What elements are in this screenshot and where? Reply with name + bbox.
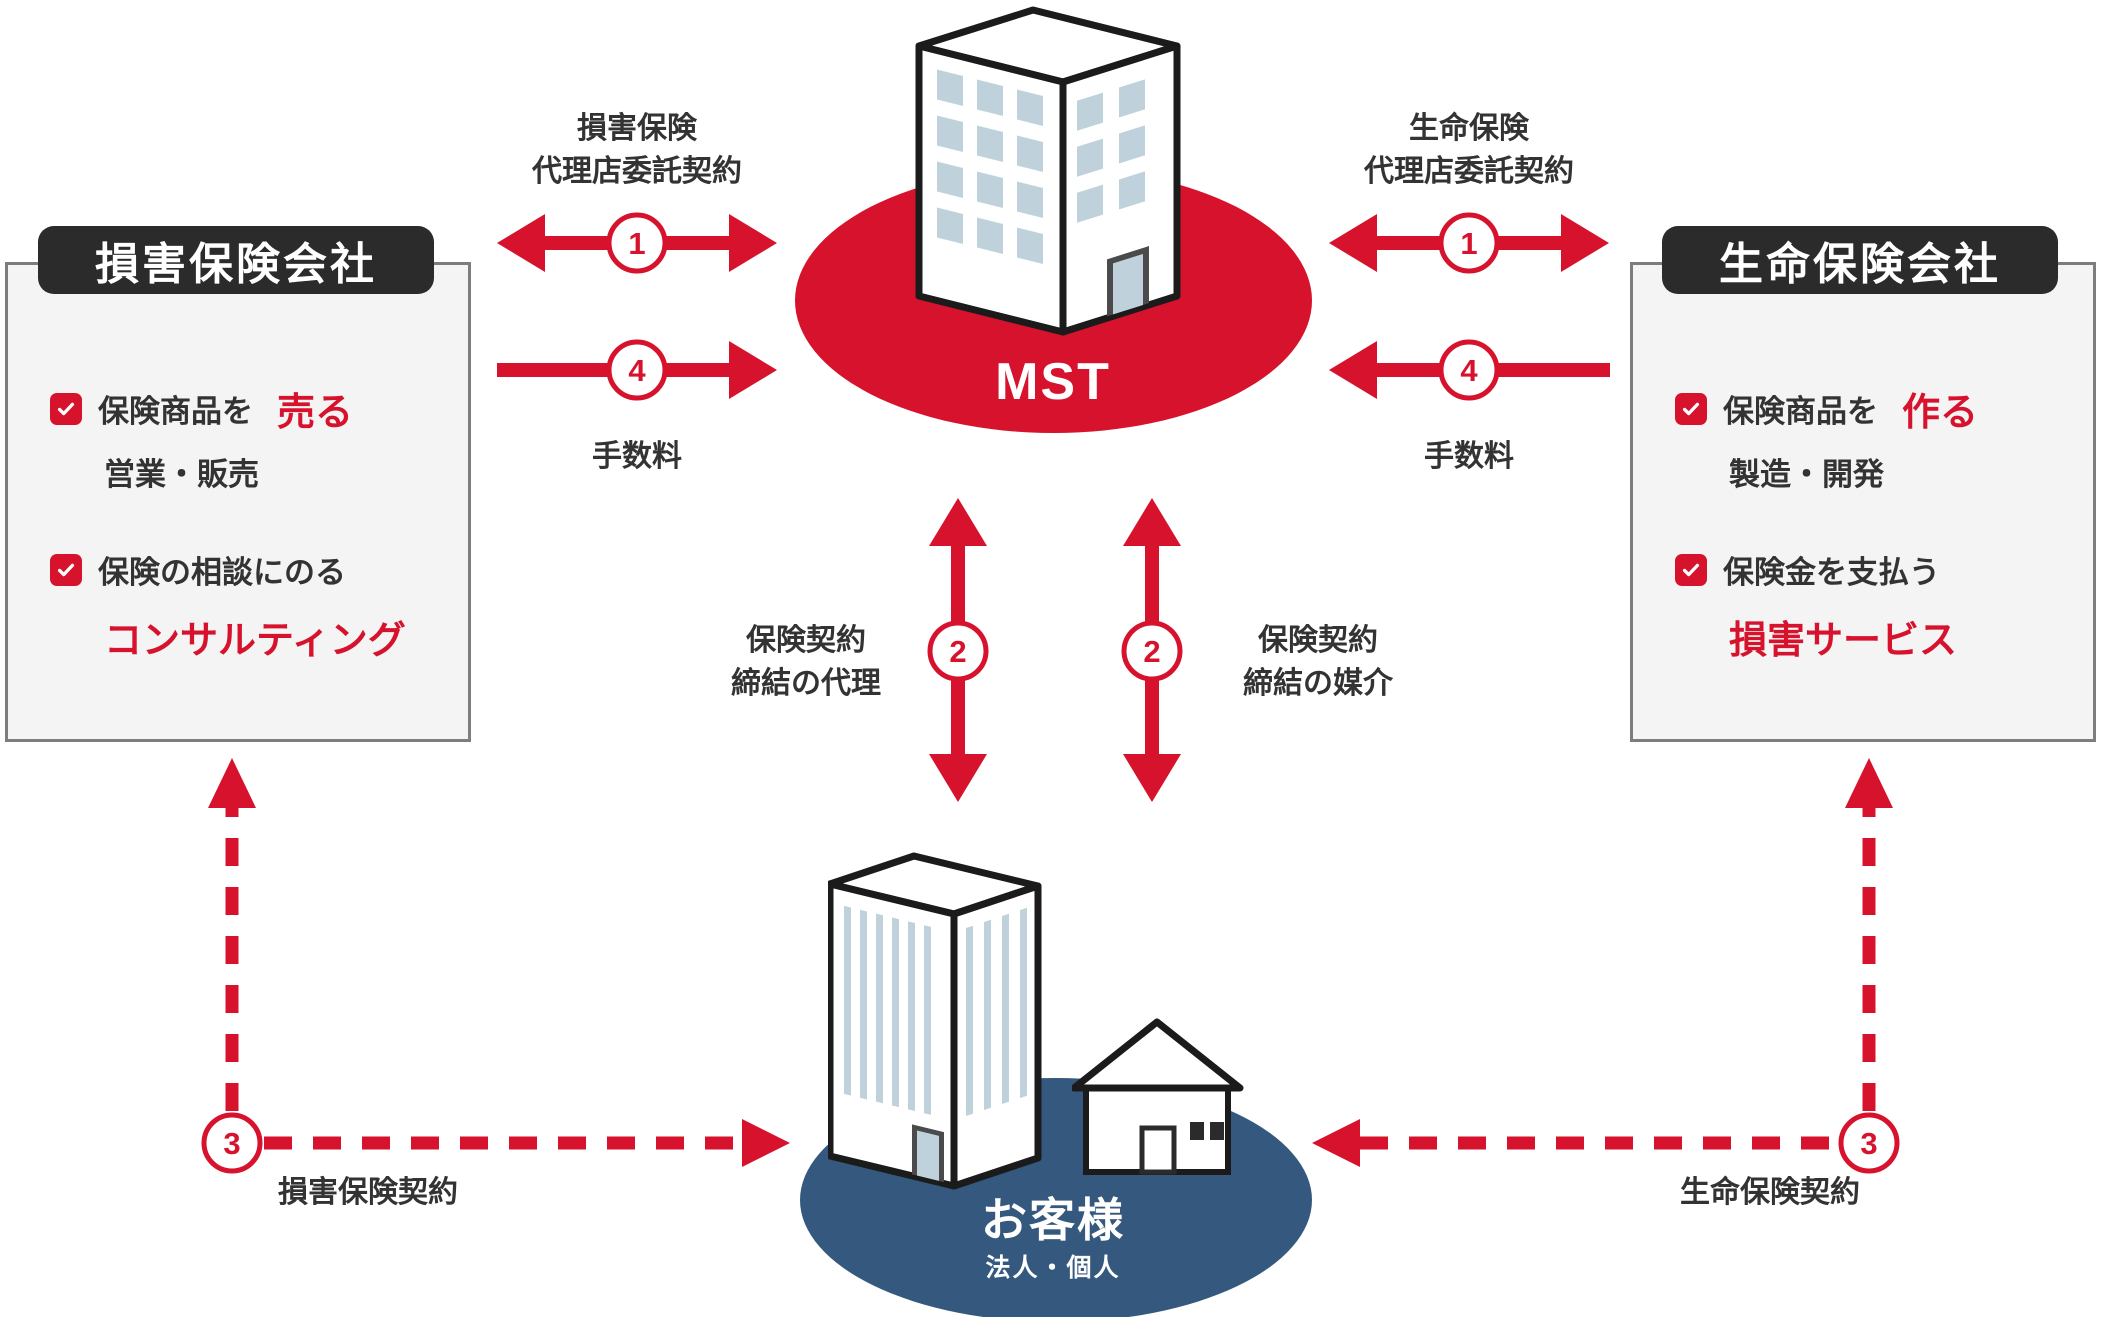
svg-text:3: 3 — [1860, 1126, 1877, 1161]
badge-left-agency: 1 — [606, 212, 668, 274]
item-text: 保険金を支払う — [1723, 555, 1940, 590]
badge-right-agency: 1 — [1438, 212, 1500, 274]
label-bottom-left: 損害保険契約 — [278, 1176, 458, 1209]
life-company-box: 保険商品を 作る 製造・開発 保険金を支払う 損害サービス — [1630, 262, 2096, 742]
badge-left-fee: 4 — [606, 339, 668, 401]
nonlife-company-title: 損害保険会社 — [38, 226, 434, 294]
label-right-fee: 手数料 — [1424, 440, 1514, 473]
badge-center-left: 2 — [927, 620, 989, 682]
svg-text:2: 2 — [1143, 634, 1160, 669]
badge-right-fee: 4 — [1438, 339, 1500, 401]
building-windows-side — [1077, 79, 1149, 317]
svg-text:1: 1 — [1460, 226, 1477, 261]
item-emphasis: 損害サービス — [1729, 620, 1958, 662]
item-subtext: 製造・開発 — [1729, 457, 1884, 492]
list-item: 保険商品を 作る — [1675, 381, 1978, 436]
label-line: 生命保険 — [1409, 112, 1529, 145]
mst-building-icon — [915, 6, 1181, 336]
label-bottom-right: 生命保険契約 — [1680, 1176, 1860, 1209]
building-windows-side — [966, 907, 1027, 1117]
label-center-right: 保険契約 締結の媒介 — [1243, 620, 1393, 705]
list-item: 保険の相談にのる — [50, 547, 346, 592]
item-text: 保険商品を — [98, 394, 253, 429]
label-center-left: 保険契約 締結の代理 — [731, 620, 881, 705]
label-line: 保険契約 — [746, 624, 866, 657]
house-window-icon — [1210, 1122, 1224, 1140]
item-text: 保険の相談にのる — [98, 555, 346, 590]
life-company-title: 生命保険会社 — [1662, 226, 2058, 294]
label-left-agency-contract: 損害保険 代理店委託契約 — [532, 108, 742, 193]
house-roof — [1072, 1018, 1244, 1092]
badge-bottom-left: 3 — [201, 1112, 263, 1174]
house-icon — [1072, 1018, 1244, 1175]
label-left-fee: 手数料 — [592, 440, 682, 473]
checkbox-icon — [1675, 392, 1707, 425]
dashed-connector-right — [1312, 758, 1893, 1167]
dashed-connector-left — [208, 758, 790, 1167]
building-windows-front — [844, 905, 944, 1183]
list-item: 保険商品を 売る — [50, 381, 353, 436]
svg-text:2: 2 — [949, 634, 966, 669]
label-line: 締結の媒介 — [1243, 666, 1393, 700]
svg-text:3: 3 — [223, 1126, 240, 1161]
mst-label: MST — [995, 353, 1111, 411]
building-windows-front — [937, 69, 1043, 264]
nonlife-company-box: 保険商品を 売る 営業・販売 保険の相談にのる コンサルティング — [5, 262, 471, 742]
checkbox-icon — [1675, 553, 1707, 586]
label-line: 代理店委託契約 — [1364, 154, 1574, 188]
svg-text:4: 4 — [628, 353, 646, 388]
item-emphasis: 作る — [1902, 392, 1979, 434]
customer-sublabel: 法人・個人 — [985, 1254, 1121, 1282]
list-item: 保険金を支払う — [1675, 547, 1940, 592]
label-line: 締結の代理 — [731, 666, 881, 700]
house-door-icon — [1139, 1125, 1177, 1175]
label-right-agency-contract: 生命保険 代理店委託契約 — [1364, 108, 1574, 193]
label-line: 損害保険 — [577, 112, 697, 145]
item-emphasis: 売る — [277, 392, 354, 434]
customer-building-icon — [828, 852, 1042, 1190]
item-emphasis: コンサルティング — [104, 620, 406, 662]
svg-text:4: 4 — [1460, 353, 1478, 388]
label-line: 代理店委託契約 — [532, 154, 742, 188]
checkbox-icon — [50, 392, 82, 425]
house-window-icon — [1190, 1122, 1204, 1140]
badge-bottom-right: 3 — [1838, 1112, 1900, 1174]
item-text: 保険商品を — [1723, 394, 1878, 429]
customer-label: お客様 — [981, 1194, 1125, 1246]
checkbox-icon — [50, 553, 82, 586]
svg-text:1: 1 — [628, 226, 645, 261]
label-line: 保険契約 — [1258, 624, 1378, 657]
badge-center-right: 2 — [1121, 620, 1183, 682]
item-subtext: 営業・販売 — [104, 457, 259, 492]
